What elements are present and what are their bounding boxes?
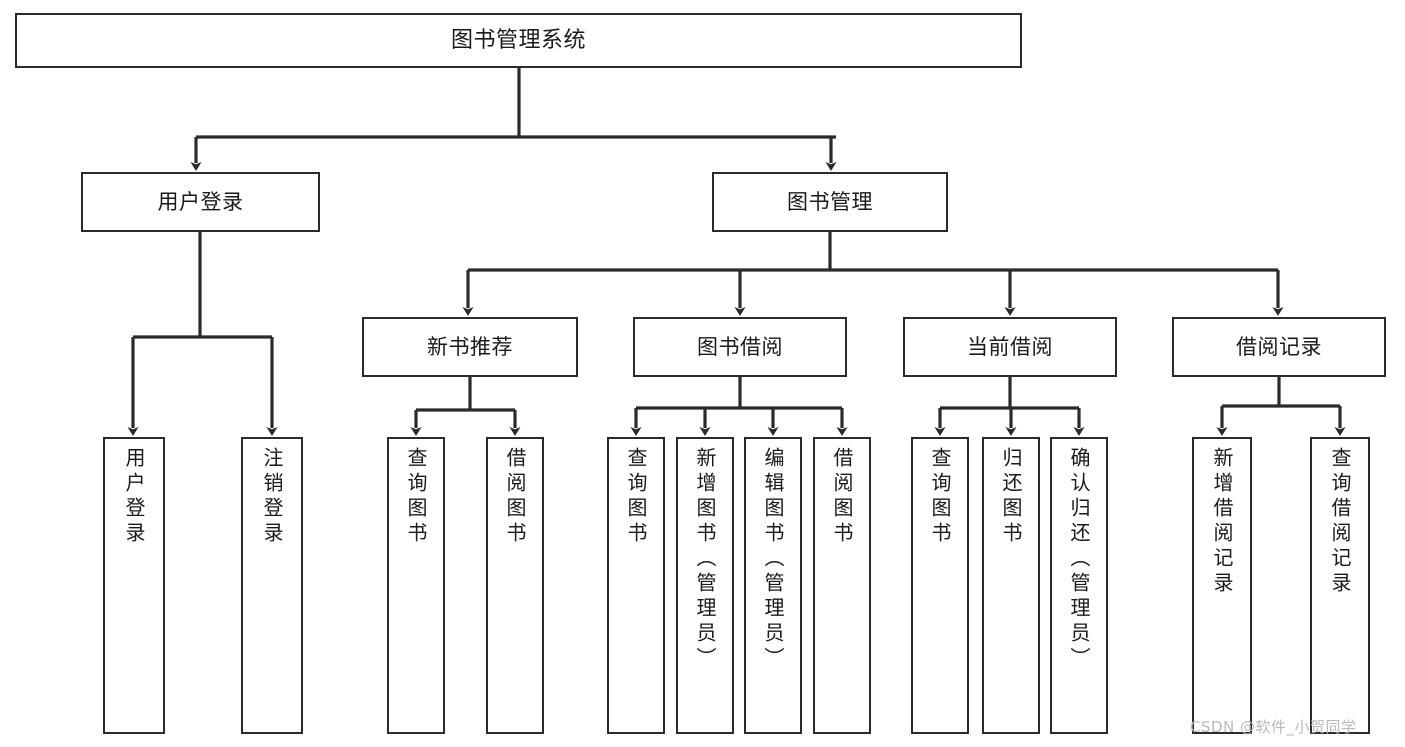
node-leaf-query-book-3-label: 查询图书 bbox=[928, 447, 952, 547]
node-leaf-query-book-2-label: 查询图书 bbox=[624, 447, 648, 547]
node-book-borrow[interactable]: 图书借阅 bbox=[633, 317, 847, 377]
node-borrow-record-label: 借阅记录 bbox=[1236, 334, 1322, 359]
node-leaf-query-record-label: 查询借阅记录 bbox=[1328, 447, 1352, 597]
node-current-borrow-label: 当前借阅 bbox=[967, 334, 1053, 359]
node-leaf-return-book-label: 归还图书 bbox=[999, 447, 1023, 547]
node-leaf-borrow-book-1-label: 借阅图书 bbox=[503, 447, 527, 547]
node-borrow-record[interactable]: 借阅记录 bbox=[1172, 317, 1386, 377]
node-leaf-add-book[interactable]: 新增图书（管理员） bbox=[676, 437, 734, 734]
node-new-book-rec-label: 新书推荐 bbox=[427, 334, 513, 359]
node-user-login-label: 用户登录 bbox=[157, 189, 244, 214]
node-book-manage-label: 图书管理 bbox=[787, 189, 873, 214]
node-new-book-rec[interactable]: 新书推荐 bbox=[362, 317, 578, 377]
node-leaf-add-book-label: 新增图书（管理员） bbox=[693, 447, 717, 672]
node-leaf-confirm-return-label: 确认归还（管理员） bbox=[1067, 447, 1091, 672]
csdn-watermark: CSDN @软件_小贺同学 bbox=[1190, 718, 1357, 736]
node-user-login[interactable]: 用户登录 bbox=[81, 172, 320, 232]
node-book-manage[interactable]: 图书管理 bbox=[712, 172, 948, 232]
node-leaf-borrow-book-2-label: 借阅图书 bbox=[830, 447, 854, 547]
node-leaf-borrow-book-1[interactable]: 借阅图书 bbox=[486, 437, 544, 734]
node-leaf-edit-book-label: 编辑图书（管理员） bbox=[761, 447, 785, 672]
node-root-label: 图书管理系统 bbox=[450, 27, 586, 53]
node-leaf-confirm-return[interactable]: 确认归还（管理员） bbox=[1050, 437, 1108, 734]
node-leaf-query-book-1[interactable]: 查询图书 bbox=[387, 437, 445, 734]
node-book-borrow-label: 图书借阅 bbox=[697, 334, 783, 359]
node-leaf-query-record[interactable]: 查询借阅记录 bbox=[1310, 437, 1370, 734]
node-leaf-borrow-book-2[interactable]: 借阅图书 bbox=[813, 437, 871, 734]
node-leaf-query-book-3[interactable]: 查询图书 bbox=[911, 437, 969, 734]
node-leaf-query-book-2[interactable]: 查询图书 bbox=[607, 437, 665, 734]
node-leaf-logout[interactable]: 注销登录 bbox=[241, 437, 303, 734]
node-leaf-add-record-label: 新增借阅记录 bbox=[1210, 447, 1234, 597]
node-root[interactable]: 图书管理系统 bbox=[15, 13, 1022, 68]
node-leaf-query-book-1-label: 查询图书 bbox=[404, 447, 428, 547]
node-current-borrow[interactable]: 当前借阅 bbox=[903, 317, 1117, 377]
node-leaf-user-login-label: 用户登录 bbox=[122, 447, 146, 547]
node-leaf-return-book[interactable]: 归还图书 bbox=[982, 437, 1040, 734]
node-leaf-logout-label: 注销登录 bbox=[260, 447, 284, 547]
node-leaf-edit-book[interactable]: 编辑图书（管理员） bbox=[744, 437, 802, 734]
node-leaf-add-record[interactable]: 新增借阅记录 bbox=[1192, 437, 1252, 734]
node-leaf-user-login[interactable]: 用户登录 bbox=[103, 437, 165, 734]
